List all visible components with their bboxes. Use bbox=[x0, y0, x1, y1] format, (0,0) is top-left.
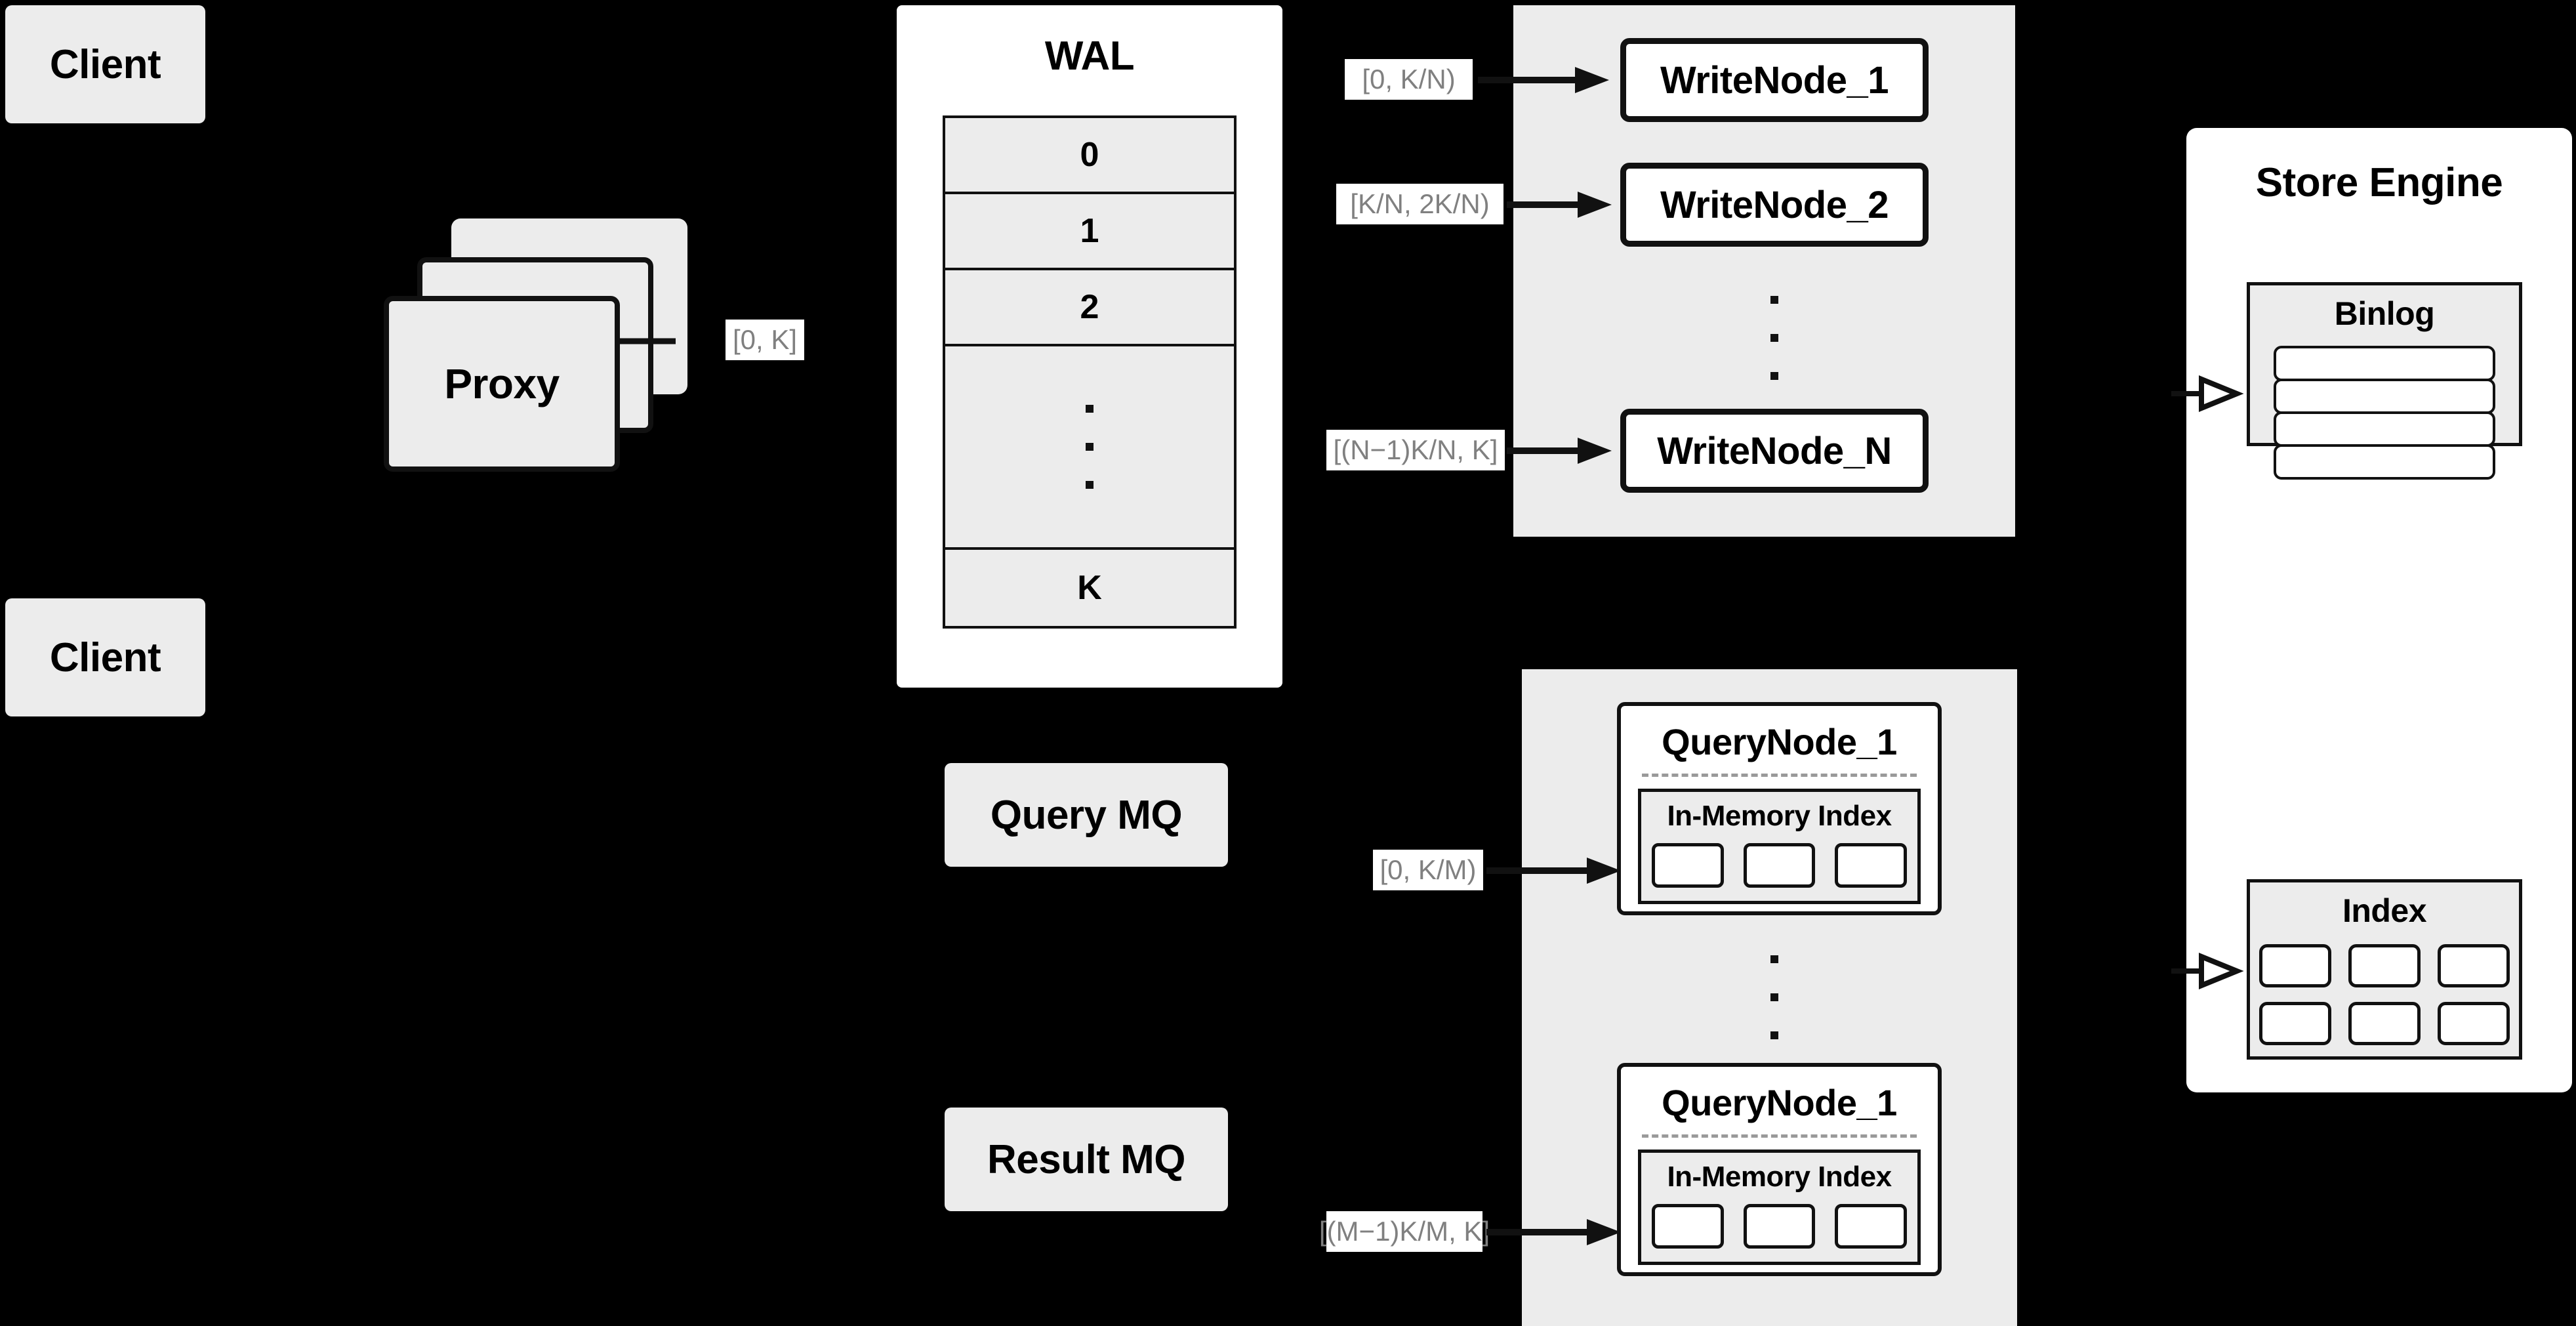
wal-entry-list: 0 1 2 K bbox=[943, 115, 1237, 629]
wal-title: WAL bbox=[1044, 33, 1135, 79]
write-node-label: WriteNode_N bbox=[1657, 429, 1892, 472]
proxy-to-wal-connector bbox=[617, 338, 676, 344]
query-node-divider bbox=[1642, 1134, 1917, 1138]
write-node-range-tag-1: [0, K/N) bbox=[1345, 59, 1473, 100]
query-node-divider bbox=[1642, 774, 1917, 777]
write-node-range-tag-2: [K/N, 2K/N) bbox=[1336, 184, 1503, 224]
wal-entry: 1 bbox=[945, 194, 1234, 270]
index-cell bbox=[2259, 1002, 2331, 1045]
store-engine-title: Store Engine bbox=[2255, 160, 2503, 205]
proxy-range-tag: [0, K] bbox=[726, 320, 804, 360]
client-label: Client bbox=[49, 634, 161, 680]
binlog-panel: Binlog bbox=[2247, 282, 2522, 480]
query-node-label: QueryNode_1 bbox=[1662, 1082, 1897, 1123]
wal-entry: 2 bbox=[945, 270, 1234, 346]
result-mq-label: Result MQ bbox=[987, 1136, 1186, 1182]
write-node-label: WriteNode_1 bbox=[1660, 58, 1889, 102]
binlog-row bbox=[2274, 379, 2495, 414]
proxy-label: Proxy bbox=[444, 360, 560, 407]
index-segment bbox=[1743, 843, 1816, 888]
in-memory-index-title: In-Memory Index bbox=[1667, 800, 1892, 832]
arrow-to-binlog bbox=[2171, 375, 2244, 412]
index-segment bbox=[1835, 843, 1908, 888]
index-cell bbox=[2348, 944, 2421, 987]
binlog-row bbox=[2274, 444, 2495, 480]
write-node-range-tag-n: [(N−1)K/N, K] bbox=[1326, 430, 1505, 470]
binlog-row-list bbox=[2274, 346, 2495, 480]
arrow-to-write-node-n bbox=[1507, 438, 1612, 464]
query-node-m[interactable]: QueryNode_1 In-Memory Index bbox=[1617, 1063, 1942, 1276]
write-cluster-ellipsis-icon bbox=[1766, 276, 1783, 400]
arrow-to-write-node-1 bbox=[1478, 67, 1609, 93]
wal-entry: 0 bbox=[945, 118, 1234, 194]
index-cell bbox=[2438, 1002, 2510, 1045]
client-label: Client bbox=[49, 41, 161, 87]
index-segment bbox=[1652, 843, 1724, 888]
index-panel: Index bbox=[2247, 879, 2522, 1060]
index-cell bbox=[2259, 944, 2331, 987]
index-cell bbox=[2348, 1002, 2421, 1045]
index-title: Index bbox=[2342, 892, 2427, 929]
write-node-1[interactable]: WriteNode_1 bbox=[1620, 38, 1929, 122]
write-node-n[interactable]: WriteNode_N bbox=[1620, 409, 1929, 493]
write-node-label: WriteNode_2 bbox=[1660, 183, 1889, 226]
binlog-row bbox=[2274, 346, 2495, 381]
arrow-to-query-node-m bbox=[1486, 1219, 1621, 1245]
result-mq-node[interactable]: Result MQ bbox=[945, 1108, 1228, 1211]
query-cluster-ellipsis-icon bbox=[1766, 935, 1783, 1060]
in-memory-index-title: In-Memory Index bbox=[1667, 1161, 1892, 1193]
arrow-to-write-node-2 bbox=[1507, 192, 1612, 218]
index-segment-list bbox=[1652, 1204, 1908, 1249]
index-segment bbox=[1835, 1204, 1908, 1249]
binlog-row bbox=[2274, 411, 2495, 447]
in-memory-index-panel: In-Memory Index bbox=[1638, 789, 1921, 904]
wal-entry-ellipsis bbox=[945, 346, 1234, 550]
proxy-node[interactable]: Proxy bbox=[384, 296, 620, 472]
store-engine-panel: Store Engine Binlog Index bbox=[2186, 128, 2572, 1092]
vertical-ellipsis-icon bbox=[1086, 405, 1094, 489]
wal-panel: WAL 0 1 2 K bbox=[897, 5, 1282, 688]
query-mq-node[interactable]: Query MQ bbox=[945, 763, 1228, 867]
index-cell bbox=[2438, 944, 2510, 987]
query-node-range-tag-1: [0, K/M) bbox=[1373, 850, 1483, 890]
in-memory-index-panel: In-Memory Index bbox=[1638, 1150, 1921, 1265]
wal-entry-last: K bbox=[945, 550, 1234, 626]
index-segment-list bbox=[1652, 843, 1908, 888]
write-node-2[interactable]: WriteNode_2 bbox=[1620, 163, 1929, 247]
arrow-to-index bbox=[2171, 953, 2244, 989]
query-node-1[interactable]: QueryNode_1 In-Memory Index bbox=[1617, 702, 1942, 915]
client-node-top[interactable]: Client bbox=[5, 5, 205, 123]
index-cell-grid bbox=[2250, 944, 2519, 1045]
arrow-to-query-node-1 bbox=[1486, 858, 1621, 884]
query-node-range-tag-m: [(M−1)K/M, K] bbox=[1319, 1211, 1490, 1252]
binlog-title: Binlog bbox=[2334, 295, 2435, 332]
query-node-label: QueryNode_1 bbox=[1662, 721, 1897, 762]
index-segment bbox=[1743, 1204, 1816, 1249]
index-segment bbox=[1652, 1204, 1724, 1249]
query-mq-label: Query MQ bbox=[990, 792, 1183, 838]
client-node-bottom[interactable]: Client bbox=[5, 598, 205, 716]
